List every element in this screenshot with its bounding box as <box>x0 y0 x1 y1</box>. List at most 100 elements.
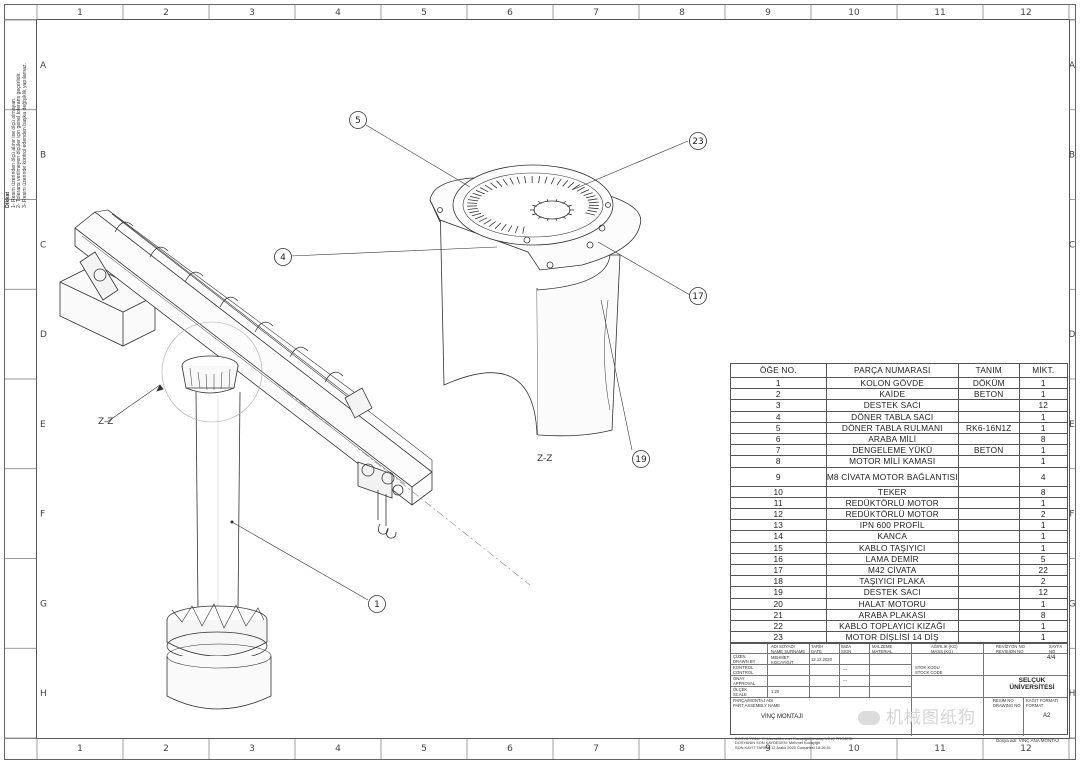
bom-cell-qty: 8 <box>1019 434 1067 445</box>
balloon-number: 23 <box>692 137 703 147</box>
file-path-footer: DOSYA YOLU: C:\Users\Mehmet Kocayiğit\De… <box>735 737 945 750</box>
bom-cell-item: 17 <box>731 565 827 576</box>
bom-cell-part: DESTEK SACI <box>826 400 958 411</box>
row-label: D <box>1069 330 1076 340</box>
bom-cell-desc <box>958 598 1019 609</box>
bom-cell-item: 1 <box>731 378 827 389</box>
bom-cell-desc <box>958 531 1019 542</box>
bom-cell-item: 13 <box>731 520 827 531</box>
bom-cell-item: 16 <box>731 553 827 564</box>
tb-drawn-by: MEHMET KOCAYİĞİT <box>771 656 807 665</box>
bom-cell-item: 2 <box>731 389 827 400</box>
column-label: 2 <box>163 8 169 18</box>
section-mark-zz: Z-Z <box>98 417 113 427</box>
bom-cell-desc: RK6-16N1Z <box>958 422 1019 433</box>
bom-cell-part: KABLO TOPLAYICI KIZAĞI <box>826 621 958 632</box>
tb-dash-1: --- <box>843 668 847 673</box>
bom-cell-part: HALAT MOTORU <box>826 598 958 609</box>
bom-cell-qty: 1 <box>1019 531 1067 542</box>
column-label: 2 <box>163 744 169 754</box>
tb-scale: 1:20 <box>771 690 779 695</box>
bom-cell-part: KABLO TAŞIYICI <box>826 542 958 553</box>
tb-university: SELÇUK ÜNİVERSİTESİ <box>999 677 1065 691</box>
row-label: A <box>40 61 47 71</box>
balloon-number: 17 <box>692 292 703 302</box>
balloon: 23 <box>690 133 707 150</box>
bom-cell-item: 21 <box>731 609 827 620</box>
bom-cell-desc <box>958 621 1019 632</box>
bom-cell-qty: 1 <box>1019 389 1067 400</box>
bom-cell-qty: 8 <box>1019 609 1067 620</box>
bom-cell-desc <box>958 497 1019 508</box>
bom-cell-item: 12 <box>731 509 827 520</box>
tb-material-hdr2: MATERIAL <box>872 649 893 654</box>
bom-cell-qty: 1 <box>1019 497 1067 508</box>
bom-cell-item: 14 <box>731 531 827 542</box>
row-label: A <box>1069 61 1076 71</box>
row-label: E <box>1069 420 1075 430</box>
bom-cell-qty: 4 <box>1019 467 1067 486</box>
row-label: F <box>40 510 45 520</box>
bom-header-row: ÖĞE NO. PARÇA NUMARASI TANIM MİKT. <box>731 364 1068 378</box>
tb-stock-hdr2: STOCK CODE <box>915 670 943 675</box>
bom-cell-item: 9 <box>731 467 827 486</box>
column-label: 5 <box>421 744 427 754</box>
bom-cell-desc <box>958 467 1019 486</box>
bom-header-part: PARÇA NUMARASI <box>826 364 958 378</box>
file-name-footer: Dosya adı: VİNÇ ANA MONTAJ <box>996 738 1059 743</box>
column-label: 4 <box>335 744 341 754</box>
tb-sheet-hdr: SAYFA NO <box>1049 645 1067 654</box>
column-label: 1 <box>77 8 83 18</box>
column-label: 3 <box>249 8 255 18</box>
bom-cell-part: ARABA MİLİ <box>826 434 958 445</box>
column-label: 10 <box>848 8 860 18</box>
bom-cell-desc <box>958 400 1019 411</box>
bom-cell-qty: 22 <box>1019 565 1067 576</box>
tb-weight-hdr2: MASS (KG) <box>931 649 953 654</box>
column-label: 8 <box>679 744 685 754</box>
row-label: G <box>1069 599 1076 609</box>
tb-part-name: VİNÇ MONTAJI <box>761 715 803 720</box>
detail-label-zz: Z-Z <box>537 454 552 464</box>
bom-cell-item: 5 <box>731 422 827 433</box>
bom-cell-qty: 5 <box>1019 553 1067 564</box>
row-label: F <box>1069 510 1074 520</box>
bom-cell-desc <box>958 609 1019 620</box>
bom-cell-item: 10 <box>731 486 827 497</box>
bom-cell-part: KANCA <box>826 531 958 542</box>
bom-cell-part: REDÜKTÖRLÜ MOTOR <box>826 497 958 508</box>
tb-sheet-no: 4/4 <box>1047 656 1055 661</box>
bom-cell-part: KOLON GÖVDE <box>826 378 958 389</box>
balloon: 19 <box>633 451 650 468</box>
bom-cell-desc: DÖKÜM <box>958 378 1019 389</box>
tb-name-hdr2: NAME SURNAME <box>771 649 805 654</box>
bom-cell-qty: 2 <box>1019 509 1067 520</box>
tb-scale-label2: SCALE <box>733 692 747 697</box>
bom-cell-part: KAİDE <box>826 389 958 400</box>
bom-cell-item: 8 <box>731 456 827 467</box>
bom-cell-desc: BETON <box>958 389 1019 400</box>
bom-cell-qty: 1 <box>1019 445 1067 456</box>
bom-cell-item: 7 <box>731 445 827 456</box>
row-label: G <box>40 599 47 609</box>
bom-cell-qty: 1 <box>1019 456 1067 467</box>
column-label: 7 <box>593 8 599 18</box>
bom-header-qty: MİKT. <box>1019 364 1067 378</box>
bom-cell-part: DESTEK SACI <box>826 587 958 598</box>
bom-cell-item: 19 <box>731 587 827 598</box>
row-label: B <box>40 151 46 161</box>
bom-cell-desc <box>958 542 1019 553</box>
bom-cell-desc <box>958 509 1019 520</box>
